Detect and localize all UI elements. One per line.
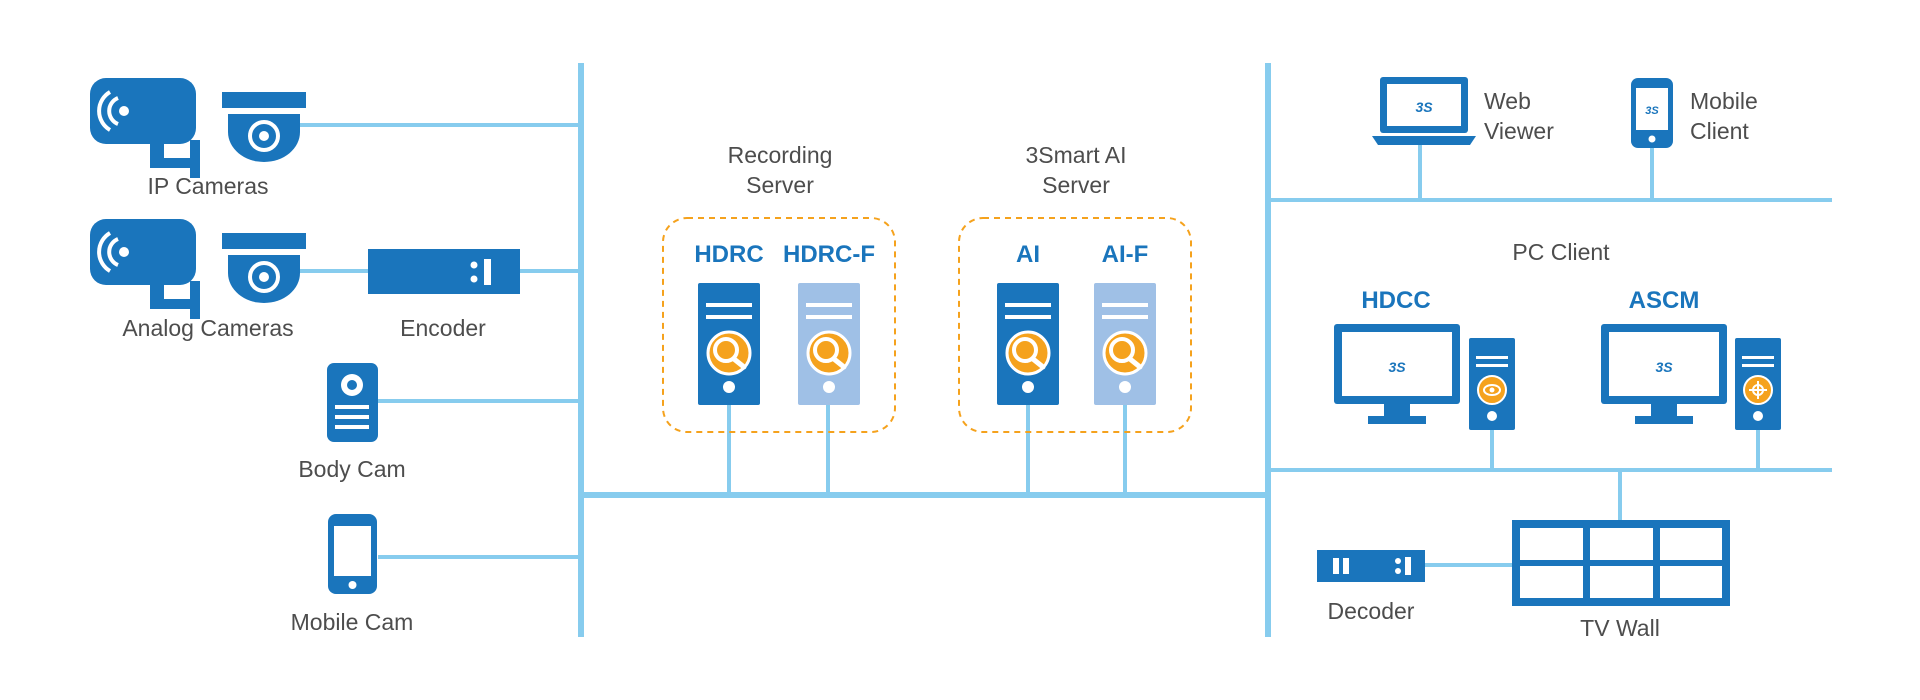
ai-label: AI	[1016, 241, 1040, 268]
laptop-icon: 3S	[1372, 77, 1476, 145]
recording-server-title-line1: Recording	[728, 142, 833, 168]
ai-server-box	[958, 217, 1192, 433]
ai-f-label: AI-F	[1102, 241, 1149, 268]
server-icon	[1094, 283, 1156, 405]
encoder-label: Encoder	[400, 315, 486, 341]
dome-camera-icon	[220, 90, 308, 164]
web-viewer-label-line2: Viewer	[1484, 118, 1554, 144]
tv-wall-icon	[1512, 520, 1730, 606]
bullet-camera-icon	[88, 76, 202, 180]
recording-server-group: Recording Server HDRC HDRC-F	[662, 142, 896, 433]
ascm-label: ASCM	[1629, 287, 1700, 314]
mobile-phone-icon: 3S	[1631, 78, 1673, 148]
brand-logo: 3S	[1655, 359, 1673, 375]
brand-logo: 3S	[1388, 359, 1406, 375]
encoder-icon	[368, 249, 520, 294]
hdrc-f-label: HDRC-F	[783, 241, 875, 268]
connection-lines	[296, 63, 1832, 637]
dome-camera-icon	[220, 231, 308, 305]
tv-wall-label: TV Wall	[1580, 615, 1660, 641]
web-viewer-label-line1: Web	[1484, 88, 1531, 114]
brand-logo: 3S	[1415, 99, 1433, 115]
mobile-phone-icon	[328, 514, 377, 594]
server-icon	[798, 283, 860, 405]
network-icon	[1749, 381, 1767, 399]
decoder-label: Decoder	[1328, 598, 1415, 624]
recording-server-title-line2: Server	[746, 172, 814, 198]
eye-icon	[1483, 384, 1501, 396]
mobile-client-label-line2: Client	[1690, 118, 1749, 144]
mobile-cam-label: Mobile Cam	[291, 609, 414, 635]
body-cam-label: Body Cam	[298, 456, 405, 482]
decoder-icon	[1317, 550, 1425, 582]
brand-logo: 3S	[1645, 105, 1659, 117]
ai-server-title-line1: 3Smart AI	[1026, 142, 1127, 168]
ai-server-title-line2: Server	[1042, 172, 1110, 198]
hdcc-label: HDCC	[1361, 287, 1430, 314]
body-cam-icon	[327, 363, 378, 442]
mobile-client-label-line1: Mobile	[1690, 88, 1758, 114]
pc-client-label: PC Client	[1512, 239, 1610, 265]
ip-cameras-label: IP Cameras	[147, 173, 268, 199]
hdrc-label: HDRC	[694, 241, 763, 268]
bullet-camera-icon	[88, 217, 202, 321]
client-devices: 3S Web Viewer 3S Mobile Client PC Client…	[1317, 77, 1782, 641]
source-devices: IP Cameras Analog Cameras Encoder Body C…	[88, 76, 520, 635]
recording-server-box	[662, 217, 896, 433]
analog-cameras-label: Analog Cameras	[122, 315, 293, 341]
server-icon	[698, 283, 760, 405]
server-icon	[997, 283, 1059, 405]
ai-server-group: 3Smart AI Server AI AI-F	[958, 142, 1192, 433]
